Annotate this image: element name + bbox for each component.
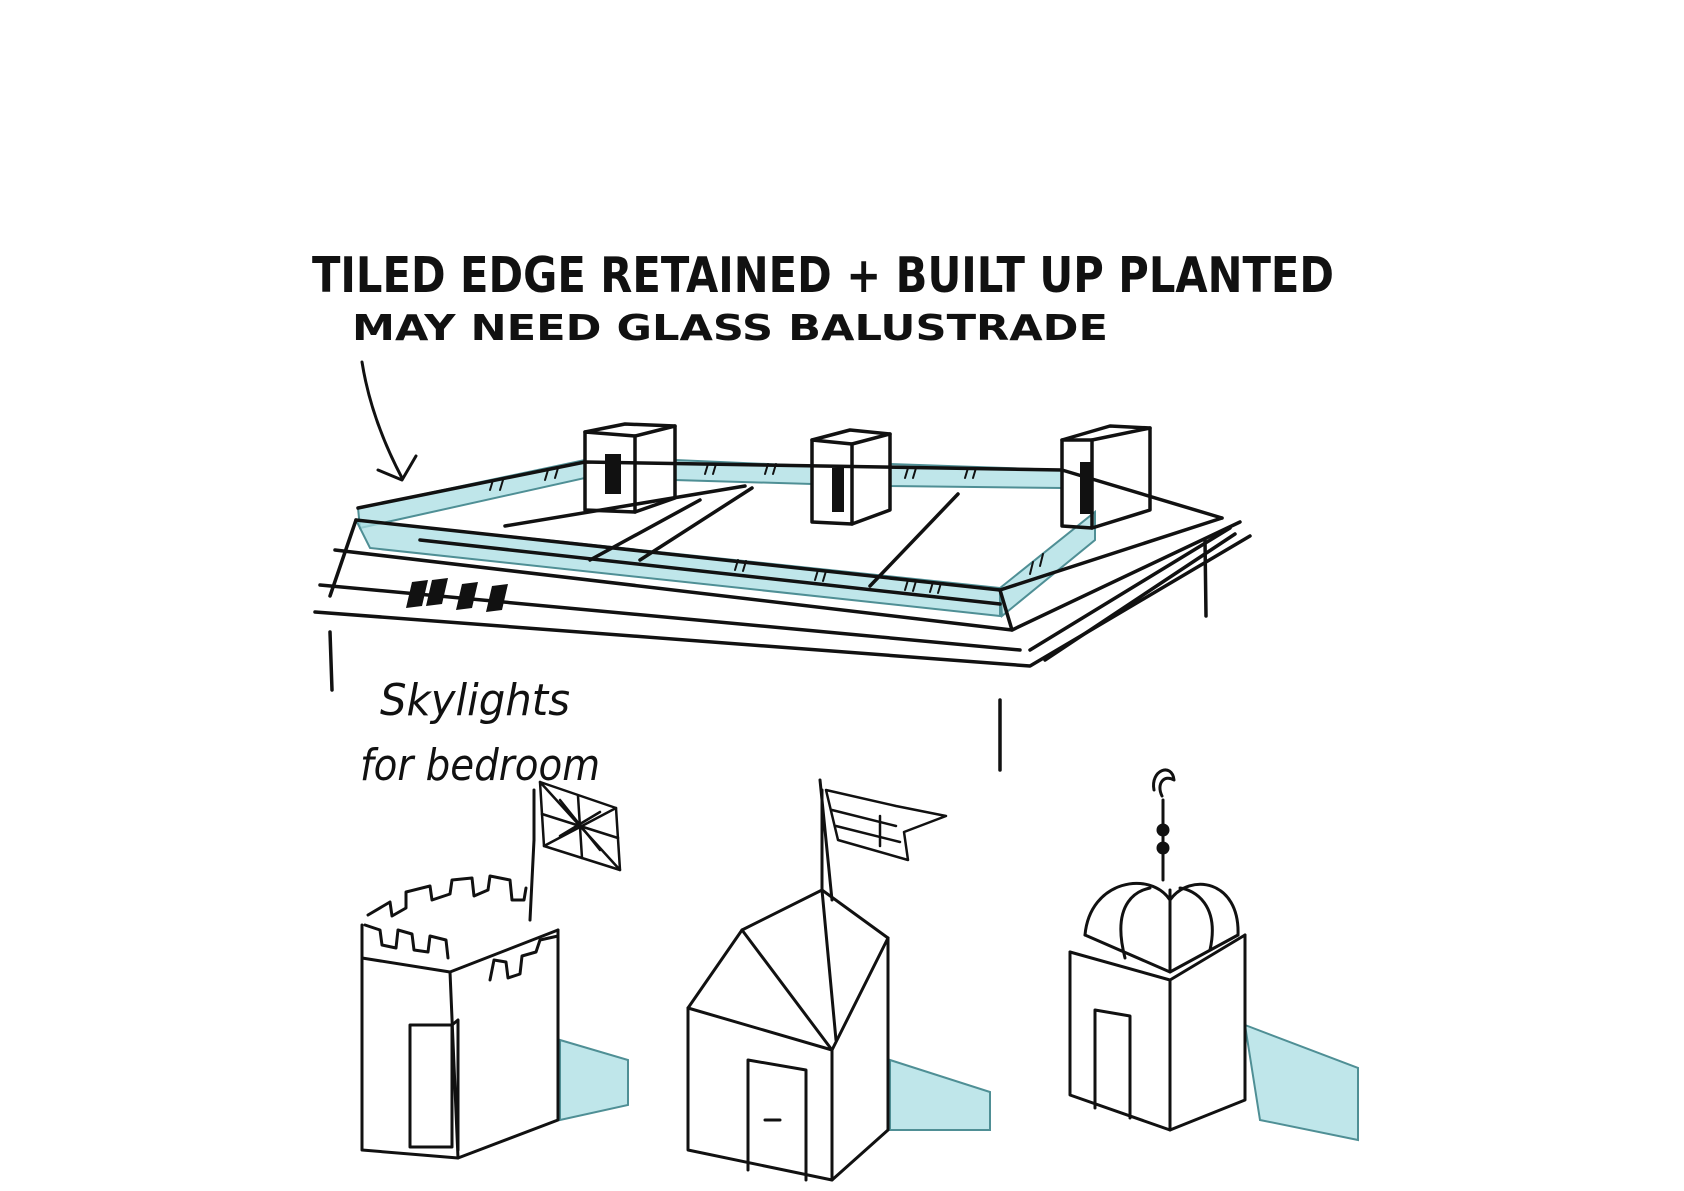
glass-balustrade-turret: [559, 1038, 629, 1122]
variant-castellated-turret: [360, 780, 629, 1160]
skylight-panels: [406, 578, 508, 612]
glass-balustrade-cupola: [1243, 1023, 1359, 1142]
skylights-annotation-line2: for bedroom: [360, 740, 600, 791]
main-roof-sketch: [313, 422, 1252, 772]
variant-pyramid-kiosk: [686, 778, 991, 1182]
glass-hatch-marks: [489, 463, 1044, 594]
skylights-annotation-line1: Skylights: [380, 675, 570, 726]
roof-box-right: [1060, 424, 1152, 530]
glass-balustrade-kiosk: [889, 1058, 991, 1131]
variant-domed-cupola: [1068, 768, 1359, 1142]
subheading-annotation: MAY NEED GLASS BALUSTRADE: [352, 308, 1108, 349]
pointer-arrow: [360, 360, 418, 482]
glass-balustrade-side: [998, 509, 1096, 618]
roof-box-left: [583, 422, 677, 514]
roof-box-middle: [810, 428, 892, 526]
flag-union: [538, 780, 622, 872]
heading-annotation: TILED EDGE RETAINED + BUILT UP PLANTED: [312, 247, 1334, 304]
flag-pennant: [824, 788, 948, 862]
